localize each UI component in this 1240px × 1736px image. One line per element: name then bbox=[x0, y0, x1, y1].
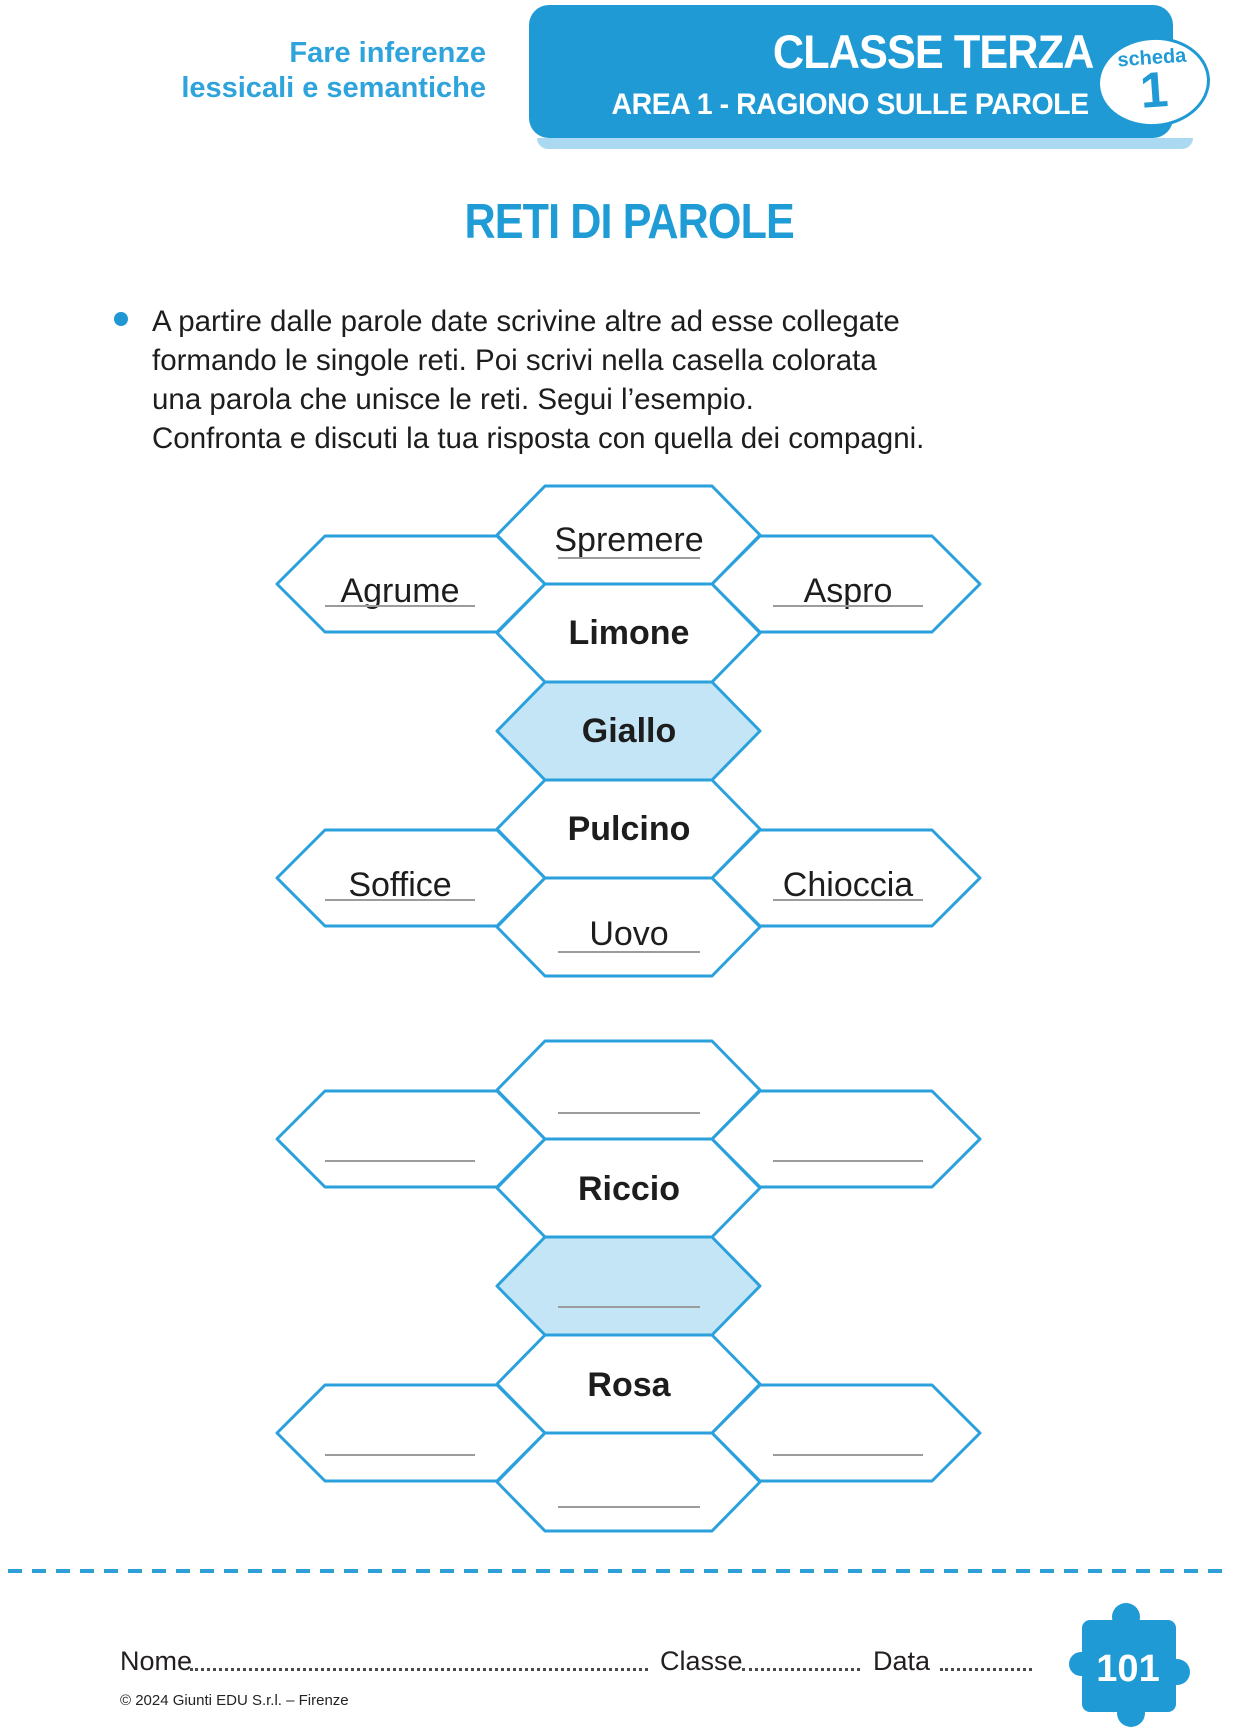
hexagon-blank-left-row1[interactable] bbox=[275, 1089, 547, 1189]
hexagon-blank-right-row2[interactable] bbox=[710, 1383, 982, 1483]
date-input-line[interactable] bbox=[940, 1646, 1032, 1671]
blank-line-connector[interactable] bbox=[558, 1306, 700, 1308]
hexagon-blank-connector[interactable] bbox=[495, 1235, 762, 1337]
hexagon-blank-top[interactable] bbox=[495, 1039, 762, 1141]
instructions: A partire dalle parole date scrivine alt… bbox=[152, 302, 982, 458]
answer-word-uovo: Uovo bbox=[589, 915, 669, 953]
class-label: Classe bbox=[660, 1646, 743, 1676]
instruction-line: Confronta e discuti la tua risposta con … bbox=[152, 422, 925, 455]
answer-line-aspro[interactable] bbox=[773, 605, 923, 607]
answer-word-aspro: Aspro bbox=[803, 572, 893, 610]
answer-word-spremere: Spremere bbox=[554, 521, 704, 559]
blank-line-top[interactable] bbox=[558, 1112, 700, 1114]
bullet-dot-icon bbox=[114, 312, 128, 326]
answer-word-agrume: Agrume bbox=[340, 572, 460, 610]
blank-line-left-row1[interactable] bbox=[325, 1160, 475, 1162]
skill-tagline: Fare inferenze lessicali e semantiche bbox=[181, 36, 486, 106]
page-title: RETI DI PAROLE bbox=[464, 195, 794, 249]
tagline-line2: lessicali e semantiche bbox=[181, 72, 486, 104]
dashed-separator bbox=[8, 1569, 1232, 1573]
given-word-pulcino: Pulcino bbox=[567, 810, 691, 848]
tagline-line1: Fare inferenze bbox=[289, 37, 486, 69]
class-title: CLASSE TERZA bbox=[772, 25, 1094, 78]
header-banner-shadow bbox=[537, 138, 1193, 149]
instruction-line: una parola che unisce le reti. Segui l’e… bbox=[152, 383, 754, 416]
answer-line-agrume[interactable] bbox=[325, 605, 475, 607]
area-title: AREA 1 - RAGIONO SULLE PAROLE bbox=[611, 88, 1089, 121]
blank-line-right-row2[interactable] bbox=[773, 1454, 923, 1456]
connector-word-giallo: Giallo bbox=[581, 712, 677, 750]
class-input-line[interactable] bbox=[742, 1646, 860, 1671]
answer-line-uovo[interactable] bbox=[558, 951, 700, 953]
answer-word-chioccia: Chioccia bbox=[782, 866, 914, 904]
instruction-line: formando le singole reti. Poi scrivi nel… bbox=[152, 344, 877, 377]
page-number: 101 bbox=[1096, 1648, 1160, 1690]
puzzle-piece-icon bbox=[1069, 1603, 1190, 1727]
header-banner bbox=[529, 5, 1173, 138]
answer-line-chioccia[interactable] bbox=[773, 899, 923, 901]
answer-line-spremere[interactable] bbox=[558, 557, 700, 559]
instruction-line: A partire dalle parole date scrivine alt… bbox=[152, 305, 900, 338]
given-word-riccio: Riccio bbox=[577, 1170, 681, 1208]
name-input-line[interactable] bbox=[190, 1646, 648, 1671]
answer-word-soffice: Soffice bbox=[348, 866, 452, 904]
given-word-rosa: Rosa bbox=[587, 1366, 671, 1404]
name-label: Nome bbox=[120, 1646, 193, 1676]
hexagon-blank-left-row2[interactable] bbox=[275, 1383, 547, 1483]
answer-line-soffice[interactable] bbox=[325, 899, 475, 901]
hexagon-blank-bottom[interactable] bbox=[495, 1431, 762, 1533]
hexagon-blank-right-row1[interactable] bbox=[710, 1089, 982, 1189]
blank-line-bottom[interactable] bbox=[558, 1506, 700, 1508]
given-word-limone: Limone bbox=[568, 614, 690, 652]
copyright-text: © 2024 Giunti EDU S.r.l. – Firenze bbox=[120, 1692, 349, 1709]
blank-line-left-row2[interactable] bbox=[325, 1454, 475, 1456]
date-label: Data bbox=[873, 1646, 931, 1676]
blank-line-right-row1[interactable] bbox=[773, 1160, 923, 1162]
